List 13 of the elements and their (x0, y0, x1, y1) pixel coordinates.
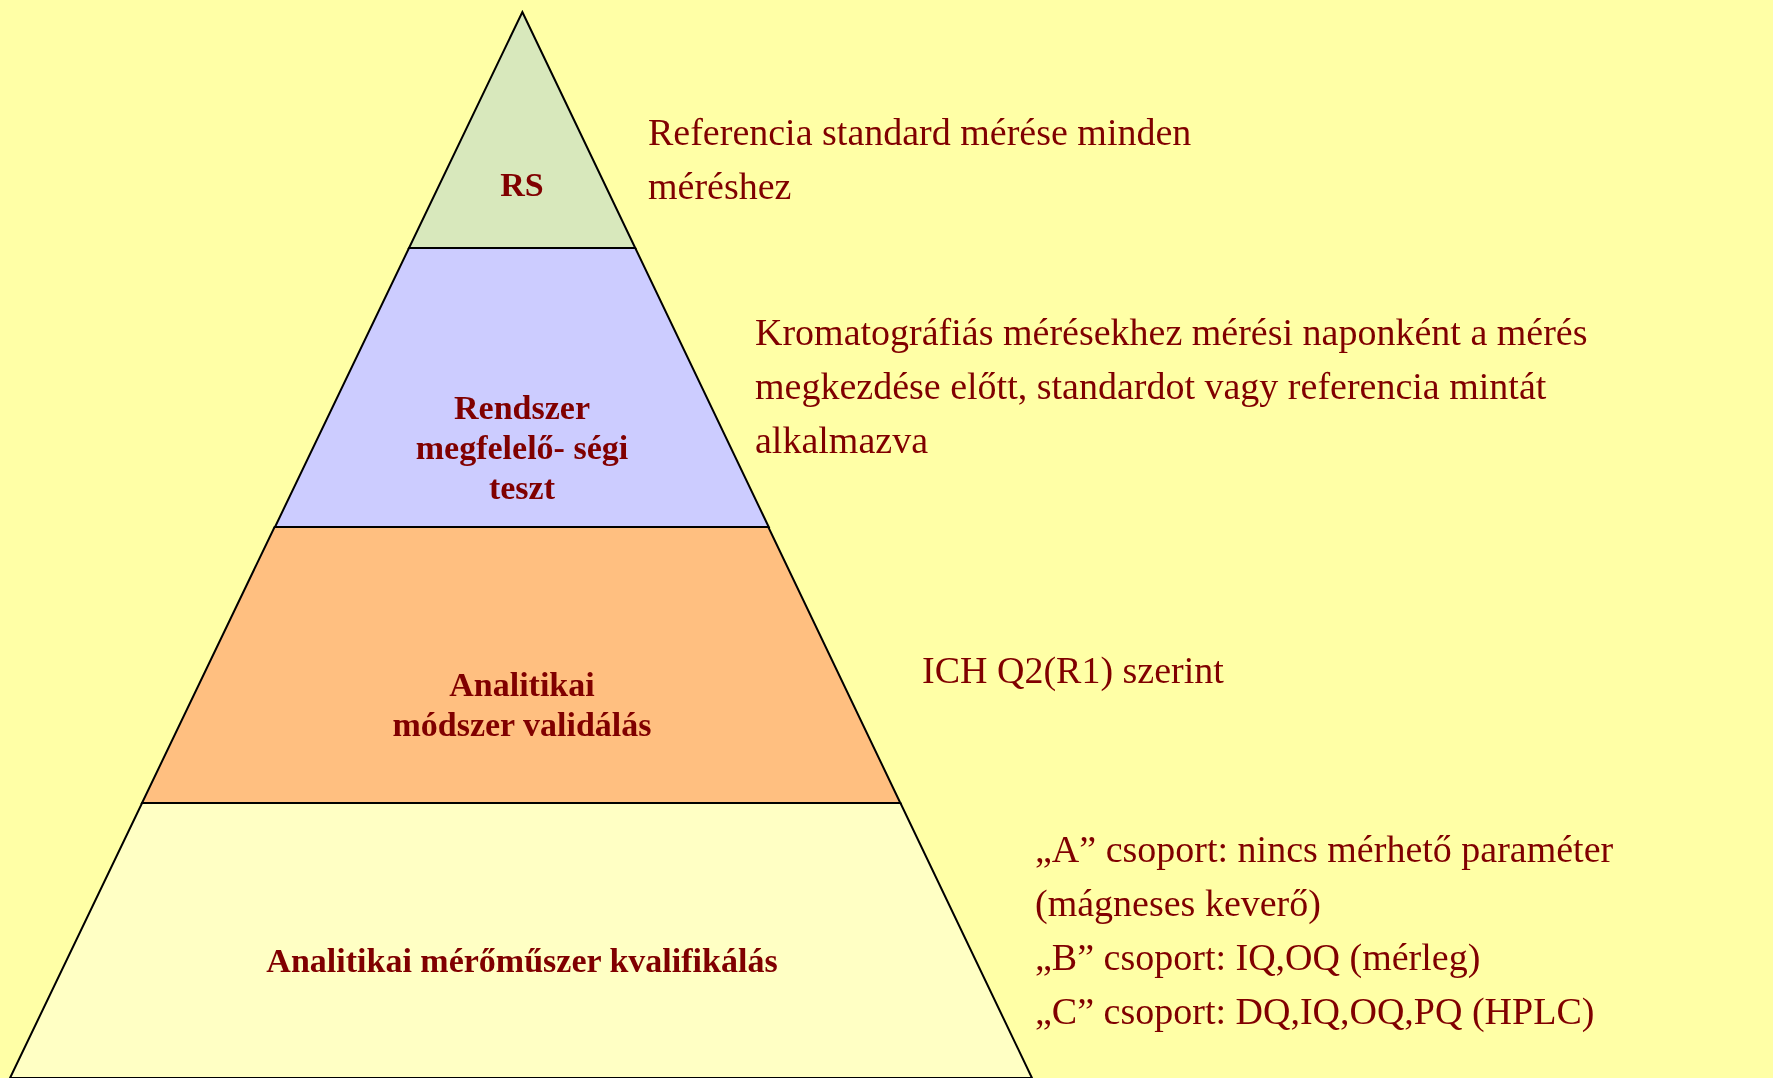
tier-label: Analitikai mérőműszer kvalifikálás (265, 940, 779, 981)
side-note: Referencia standard mérése minden méréshez (648, 110, 1193, 209)
side-note: Kromatográfiás mérésekhez mérési naponként a mérés megkezdése előtt, standardot vagy referencia mintát alkalmazva (755, 310, 1589, 463)
side-note: ICH Q2(R1) szerint (922, 648, 1225, 693)
pyramid-top-triangle (408, 12, 635, 248)
side-note: „A” csoport: nincs mérhető paraméter (mágneses keverő) (1035, 827, 1615, 926)
tier-label: Analitikai módszer validálás (392, 665, 652, 745)
tier-label: Rendszer megfelelő- ségi teszt (414, 387, 630, 508)
pyramid-tier (10, 803, 1032, 1078)
pyramid-tier (142, 527, 901, 803)
side-note: „C” csoport: DQ,IQ,OQ,PQ (HPLC) (1035, 989, 1596, 1034)
side-note: „B” csoport: IQ,OQ (mérleg) (1035, 935, 1482, 980)
tier-label: RS (499, 165, 545, 206)
